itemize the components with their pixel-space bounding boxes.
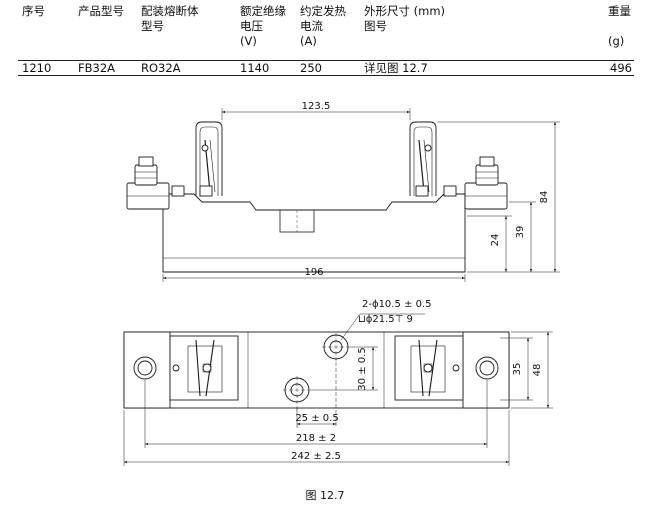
dim-48: 48 — [532, 364, 543, 377]
header-line-1: 序号 产品型号 配装熔断体 额定绝缘 约定发热 外形尺寸 (mm) 重量 — [0, 4, 650, 19]
side-view: 123.5 196 84 39 24 — [126, 101, 560, 282]
cell-weight: 496 — [610, 61, 632, 75]
table-row: 1210 FB32A RO32A 1140 250 详见图 12.7 496 — [0, 61, 650, 76]
hole-note-1: 2-ϕ10.5 ± 0.5 — [362, 299, 431, 310]
header-weight: 重量 — [608, 4, 631, 18]
header-dims-2: 图号 — [364, 19, 387, 33]
plan-view: 2-ϕ10.5 ± 0.5 ⊔ϕ21.5⊤ 9 30 ± 0.5 25 ± 0.… — [123, 299, 553, 466]
header-line-3: (V) (A) (g) — [0, 34, 650, 49]
dim-24: 24 — [490, 234, 501, 247]
spec-table: 序号 产品型号 配装熔断体 额定绝缘 约定发热 外形尺寸 (mm) 重量 型号 … — [0, 4, 650, 49]
figure-caption: 图 12.7 — [305, 489, 345, 502]
cell-base: RO32A — [141, 61, 181, 75]
header-voltage: 额定绝缘 — [240, 4, 286, 18]
header-weight-3: (g) — [608, 34, 625, 48]
header-dims: 外形尺寸 (mm) — [364, 4, 446, 18]
hole-note-2: ⊔ϕ21.5⊤ 9 — [358, 314, 413, 325]
header-base: 配装熔断体 — [141, 4, 199, 18]
header-model: 产品型号 — [78, 4, 124, 18]
footer-rule — [18, 75, 634, 76]
dim-30: 30 ± 0.5 — [357, 347, 368, 390]
dim-39: 39 — [515, 226, 526, 239]
cell-seq: 1210 — [22, 61, 52, 75]
header-seq: 序号 — [22, 4, 45, 18]
dim-242: 242 ± 2.5 — [291, 451, 341, 462]
cell-dims: 详见图 12.7 — [364, 61, 428, 75]
dim-25: 25 ± 0.5 — [295, 413, 338, 424]
header-line-2: 型号 电压 电流 图号 — [0, 19, 650, 34]
dim-123-5: 123.5 — [302, 101, 331, 112]
dim-218: 218 ± 2 — [296, 433, 336, 444]
dim-35: 35 — [512, 363, 523, 376]
header-rule — [18, 60, 634, 61]
header-current-2: 电流 — [300, 19, 323, 33]
header-current: 约定发热 — [300, 4, 346, 18]
dim-196: 196 — [304, 267, 323, 278]
header-current-3: (A) — [300, 34, 317, 48]
header-voltage-3: (V) — [240, 34, 257, 48]
cell-current: 250 — [300, 61, 322, 75]
header-base-2: 型号 — [141, 19, 164, 33]
header-voltage-2: 电压 — [240, 19, 263, 33]
cell-voltage: 1140 — [240, 61, 270, 75]
cell-model: FB32A — [78, 61, 116, 75]
dim-84: 84 — [539, 191, 550, 204]
